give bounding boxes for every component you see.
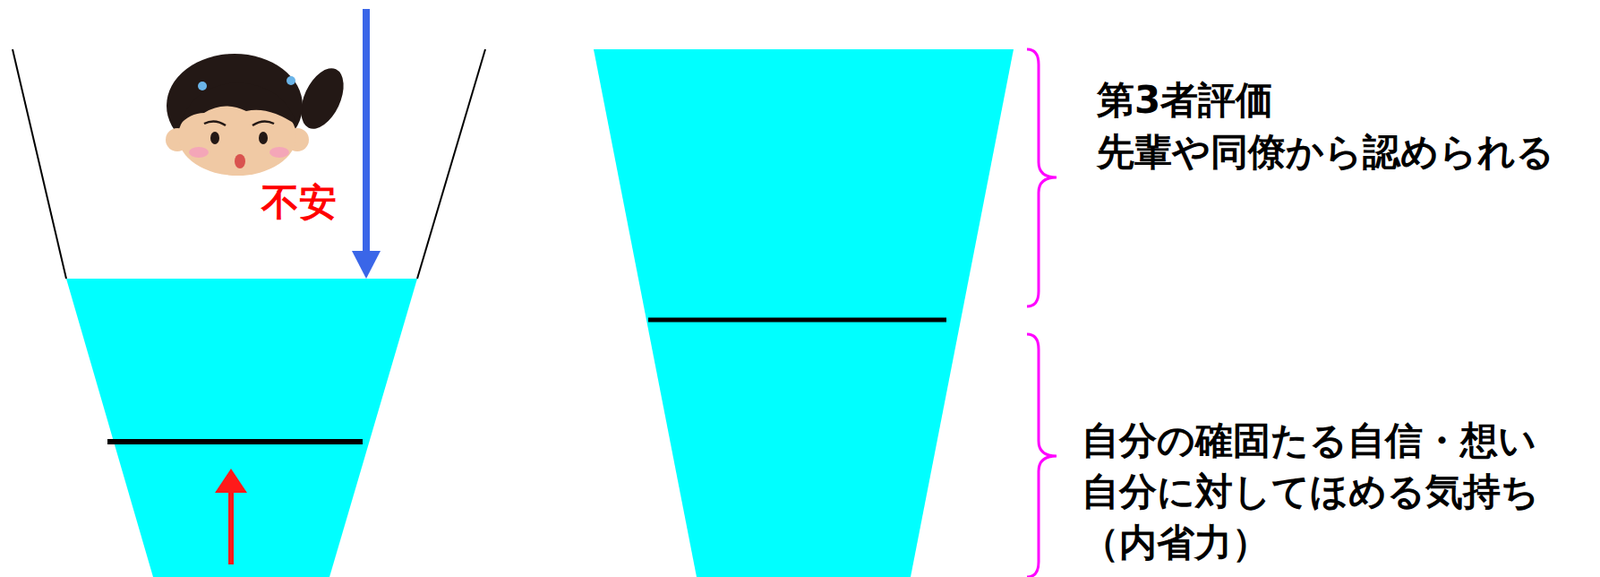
eyebrow <box>204 120 226 126</box>
cup-wall <box>417 49 486 279</box>
hair-clip <box>197 81 207 91</box>
eye <box>210 131 220 145</box>
water-fill <box>593 49 1014 577</box>
water-fill <box>66 278 418 577</box>
eye <box>258 131 268 145</box>
curly-brace <box>1026 333 1057 577</box>
curly-brace <box>1026 49 1057 307</box>
mouth <box>234 154 246 169</box>
down-arrow-head <box>351 250 381 279</box>
blush <box>269 146 290 158</box>
bangs <box>179 82 298 126</box>
divider-line <box>648 317 947 323</box>
girl-face <box>165 53 352 176</box>
up-arrow <box>228 487 234 565</box>
description-label: 自分の確固たる自信・想い <box>1081 419 1537 463</box>
blush <box>188 146 209 158</box>
emotion-label: 不安 <box>261 180 337 224</box>
eyebrow <box>252 120 274 126</box>
cup-wall <box>12 49 67 279</box>
heading-label: 第3者評価 <box>1096 78 1274 122</box>
description-label: （内省力） <box>1081 521 1270 565</box>
description-label: 先輩や同僚から認められる <box>1096 130 1555 174</box>
divider-line <box>107 438 363 445</box>
down-arrow <box>362 8 370 256</box>
up-arrow-head <box>214 468 248 493</box>
description-label: 自分に対してほめる気持ち <box>1081 470 1540 514</box>
hair-clip <box>286 76 296 86</box>
